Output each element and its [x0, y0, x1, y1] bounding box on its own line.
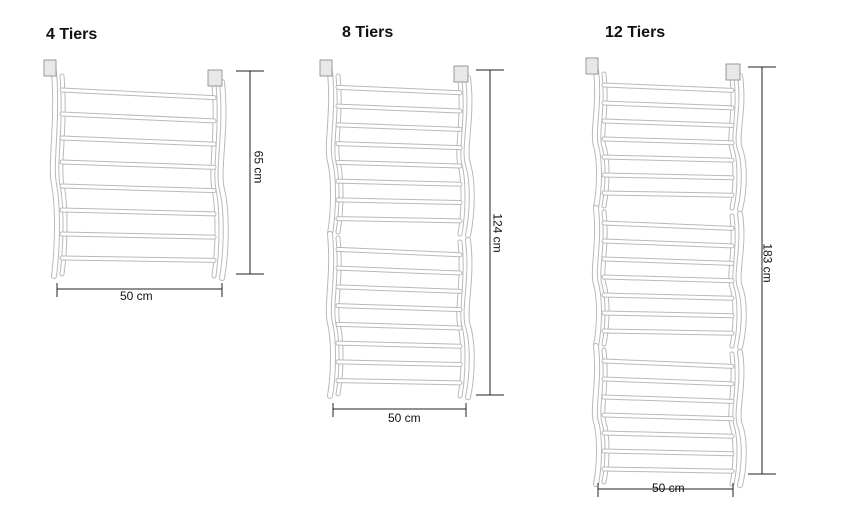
rack-1-shelf-bar [335, 284, 463, 294]
width-label-8-tiers: 50 cm [388, 411, 421, 425]
rack-1-shelf-bar [335, 321, 463, 331]
rack-1-shelf-bar [335, 340, 463, 349]
rack-2-shelf-bar [601, 274, 735, 284]
rack-2-shelf-bar [601, 238, 735, 249]
rack-2-shelf-bar [601, 376, 735, 387]
rack-1-shelf-bar [335, 246, 463, 258]
rack-2-left-inner-2 [600, 347, 610, 485]
rack-0-shelf-bar [59, 207, 217, 217]
rack-2-right-inner-0 [728, 75, 738, 211]
rack-2-shelf-bar [601, 190, 735, 198]
height-label-12-tiers: 183 cm [760, 243, 775, 283]
rack-2-shelf-bar [601, 118, 735, 128]
rack-0-left-inner-0 [58, 73, 68, 277]
width-label-12-tiers: 50 cm [652, 481, 685, 495]
rack-2-shelf-bar [601, 310, 735, 319]
rack-1-shelf-bar [335, 122, 463, 132]
rack-2-shelf-bar [601, 292, 735, 301]
rack-2-shelf-bar [601, 448, 735, 457]
rack-1-shelf-bar [335, 378, 463, 386]
rack-2-shelf-bar [601, 172, 735, 181]
rack-1-left-frame-0 [325, 69, 336, 237]
rack-0-left-hook [43, 59, 57, 77]
title-4-tiers: 4 Tiers [46, 26, 98, 43]
width-label-4-tiers: 50 cm [120, 289, 153, 303]
rack-1-left-inner-1 [334, 235, 344, 397]
rack-1-right-frame-0 [463, 75, 475, 239]
rack-2-right-inner-2 [728, 351, 738, 487]
rack-1-shelf-bar [335, 159, 463, 169]
rack-2-left-frame-0 [591, 67, 602, 211]
rack-1-right-frame-1 [463, 237, 475, 401]
rack-1-shelf-bar [335, 303, 463, 313]
rack-2-right-frame-2 [735, 349, 747, 489]
rack-2-left-hook [585, 57, 599, 75]
rack-2-shelf-bar [601, 412, 735, 422]
rack-1-shelf-bar [335, 84, 463, 96]
rack-0-shelf-bar [59, 135, 217, 147]
height-label-8-tiers: 124 cm [490, 213, 505, 253]
rack-1-shelf-bar [335, 178, 463, 187]
rack-2-shelf-bar [601, 154, 735, 163]
rack-0-shelf-bar [59, 111, 217, 124]
rack-0-shelf-bar [59, 231, 217, 240]
title-8-tiers: 8 Tiers [342, 24, 394, 41]
rack-2-shelf-bar [601, 256, 735, 266]
rack-2-left-inner-1 [600, 209, 610, 347]
rack-1-right-hook [453, 65, 469, 83]
rack-1-shelf-bar [335, 141, 463, 151]
rack-1-shelf-bar [335, 265, 463, 276]
height-label-4-tiers: 65 cm [251, 150, 266, 184]
rack-1-left-frame-1 [325, 231, 336, 399]
rack-2-shelf-bar [601, 82, 735, 93]
title-12-tiers: 12 Tiers [605, 24, 666, 41]
rack-0-right-inner-0 [210, 81, 220, 279]
rack-2-left-inner-0 [600, 71, 610, 209]
rack-2-shelf-bar [601, 136, 735, 146]
rack-2-shelf-bar [601, 100, 735, 111]
rack-2-right-frame-0 [735, 73, 747, 213]
rack-0-shelf-bar [59, 87, 217, 101]
rack-2-left-frame-2 [591, 343, 602, 487]
rack-0-right-frame-0 [217, 79, 229, 281]
rack-2-shelf-bar [601, 358, 735, 369]
rack-0-right-hook [207, 69, 223, 87]
rack-2-shelf-bar [601, 394, 735, 404]
rack-2-shelf-bar [601, 430, 735, 439]
rack-1-shelf-bar [335, 103, 463, 114]
rack-2-right-inner-1 [728, 213, 738, 349]
rack-1-right-inner-1 [456, 239, 466, 399]
rack-0-shelf-bar [59, 255, 217, 263]
rack-2-right-frame-1 [735, 211, 747, 351]
rack-2-left-frame-1 [591, 205, 602, 349]
rack-2-right-hook [725, 63, 741, 81]
rack-1-shelf-bar [335, 216, 463, 224]
rack-1-shelf-bar [335, 197, 463, 206]
rack-2-shelf-bar [601, 328, 735, 336]
rack-0-left-frame-0 [49, 69, 60, 279]
rack-2-shelf-bar [601, 220, 735, 231]
rack-1-left-hook [319, 59, 333, 77]
rack-0-shelf-bar [59, 183, 217, 194]
rack-2-shelf-bar [601, 466, 735, 474]
rack-0-shelf-bar [59, 159, 217, 170]
rack-1-left-inner-0 [334, 73, 344, 235]
rack-1-shelf-bar [335, 359, 463, 368]
rack-1-right-inner-0 [456, 77, 466, 237]
